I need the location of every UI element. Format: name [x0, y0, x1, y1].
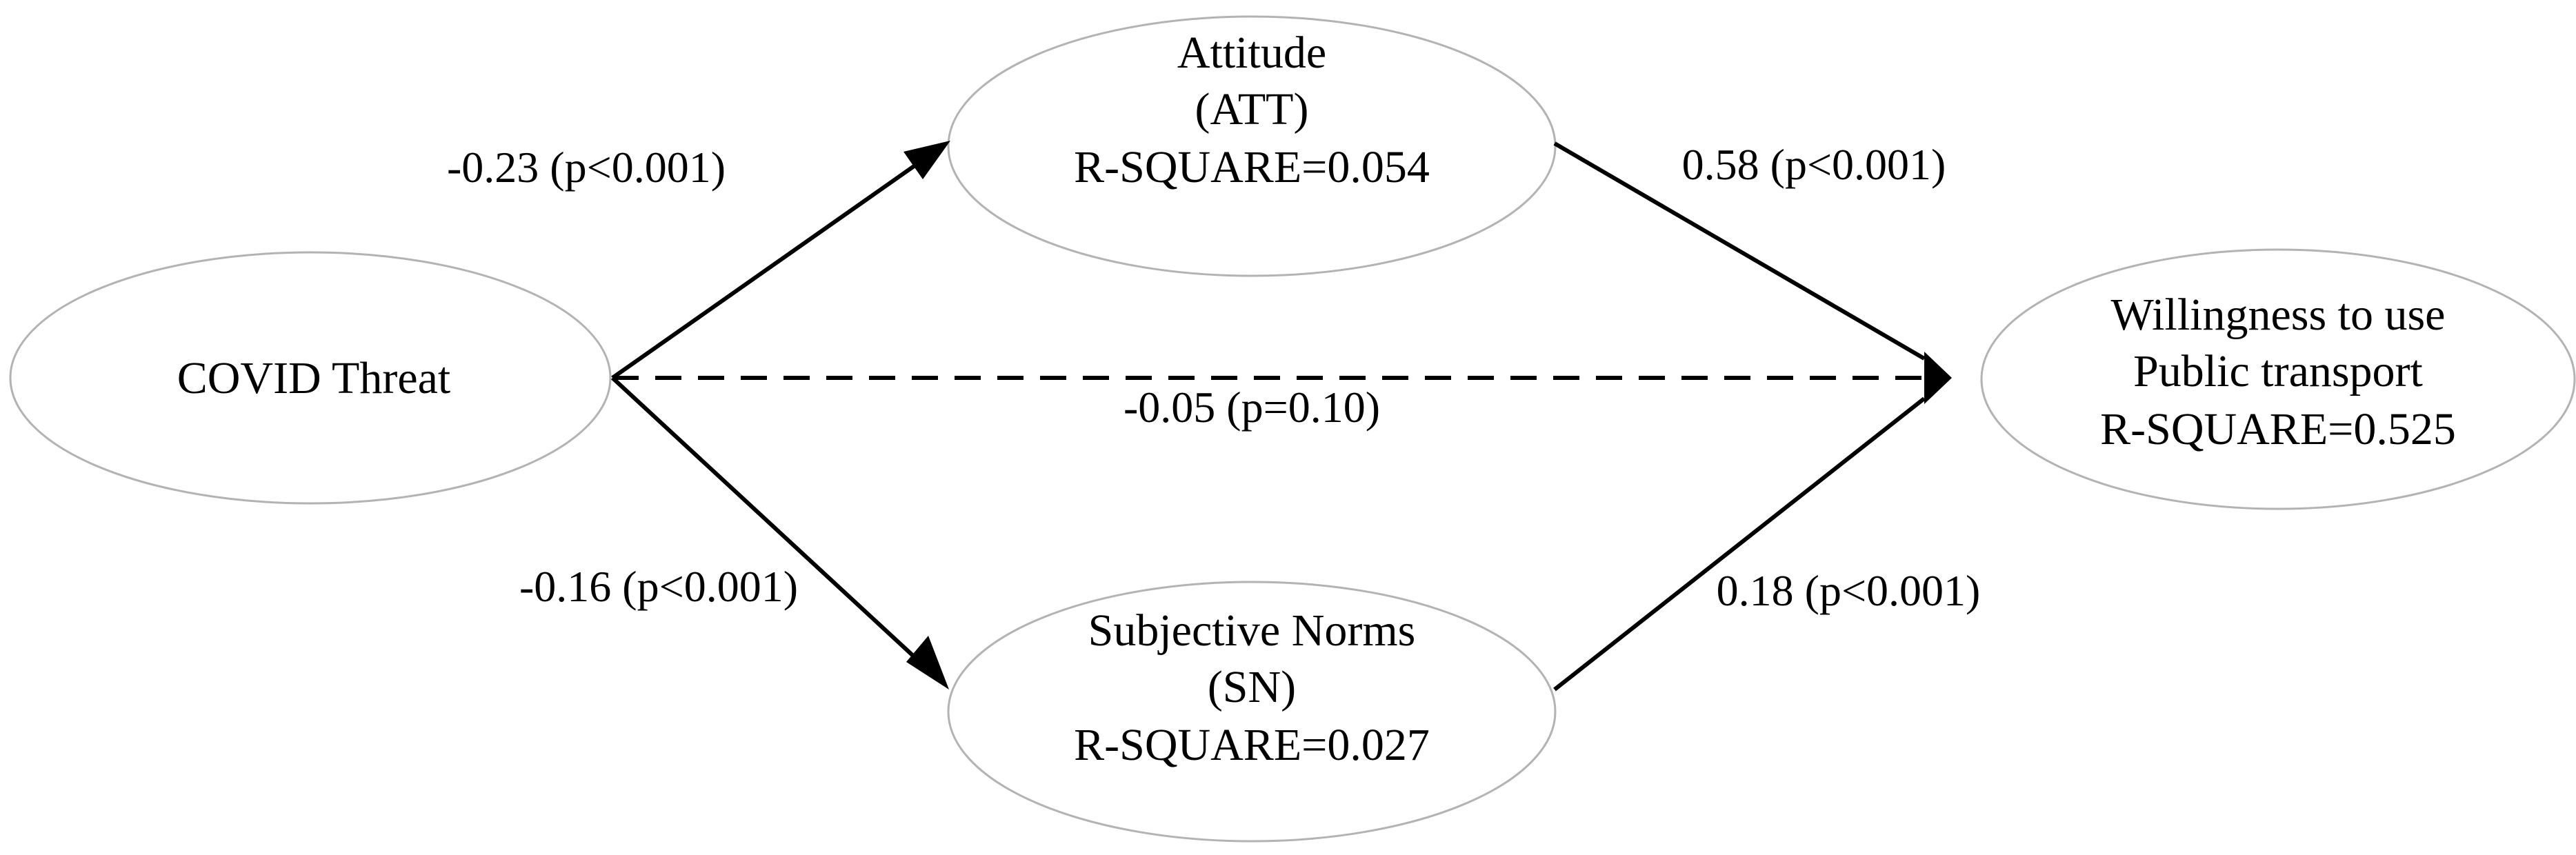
node-sn-line-2: (SN) — [1208, 662, 1296, 712]
edge-label-covid-to-attitude: -0.23 (p<0.001) — [447, 143, 726, 192]
node-sn-line-3: R-SQUARE=0.027 — [1074, 720, 1430, 770]
node-sn-line-1: Subjective Norms — [1088, 605, 1416, 656]
node-attitude-line-1: Attitude — [1177, 28, 1326, 78]
edge-label-sn-to-willingness: 0.18 (p<0.001) — [1717, 566, 1981, 615]
arrowhead-covid-to-sn — [906, 636, 949, 690]
edge-attitude-to-willingness — [1553, 141, 1926, 361]
node-willingness-line-1: Willingness to use — [2111, 290, 2446, 340]
node-subjective-norms — [947, 581, 1557, 843]
edge-sn-to-willingness — [1553, 396, 1926, 692]
node-covid-threat — [9, 251, 612, 505]
node-willingness-line-2: Public transport — [2133, 346, 2423, 396]
node-willingness — [1980, 248, 2576, 510]
edge-label-covid-to-willingness: -0.05 (p=0.10) — [1124, 383, 1380, 432]
node-willingness-line-3: R-SQUARE=0.525 — [2100, 404, 2456, 454]
edge-label-attitude-to-willingness: 0.58 (p<0.001) — [1682, 140, 1946, 189]
edge-covid-to-subjective-norms — [610, 376, 925, 667]
edge-covid-to-attitude — [611, 158, 924, 380]
node-covid-threat-label: COVID Threat — [177, 353, 451, 403]
node-attitude-line-2: (ATT) — [1195, 84, 1309, 134]
arrowhead-covid-to-attitude — [903, 141, 950, 179]
node-attitude-line-3: R-SQUARE=0.054 — [1074, 142, 1430, 192]
arrowhead-into-willingness — [1924, 352, 1952, 404]
edge-label-covid-to-sn: -0.16 (p<0.001) — [519, 562, 798, 611]
